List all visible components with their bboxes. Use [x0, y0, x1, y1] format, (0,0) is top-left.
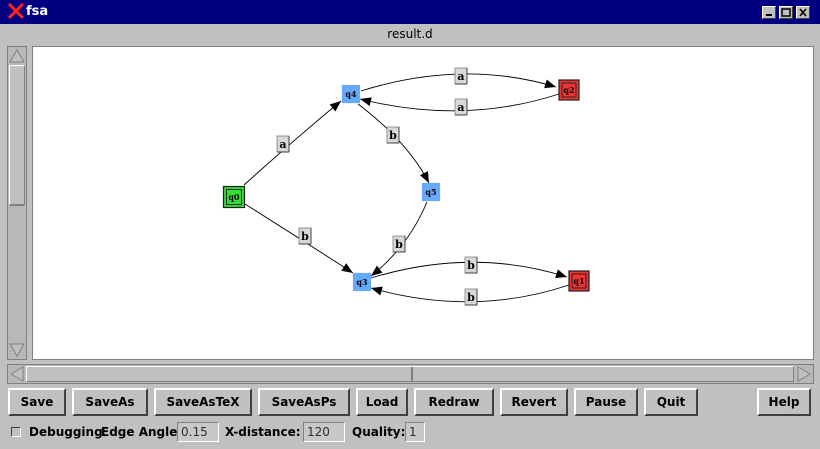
scroll-right-icon[interactable]: [796, 365, 812, 383]
state-q4[interactable]: q4: [341, 84, 361, 104]
revert-button[interactable]: Revert: [500, 388, 568, 416]
edge-q0-q4: [243, 100, 342, 186]
help-button[interactable]: Help: [757, 388, 811, 416]
svg-text:q4: q4: [345, 89, 357, 99]
edge-label-q3-q1[interactable]: b: [464, 256, 478, 274]
scroll-left-icon[interactable]: [9, 365, 25, 383]
horizontal-scrollbar[interactable]: [7, 364, 814, 384]
edge-arrow-q5-q3: [371, 265, 383, 276]
minimize-icon: [766, 14, 772, 16]
svg-text:a: a: [279, 138, 286, 151]
file-name: result.d: [387, 27, 433, 41]
state-q0[interactable]: q0: [222, 185, 246, 209]
x-logo-icon: [8, 3, 24, 19]
title-bar[interactable]: fsa: [0, 0, 820, 24]
horizontal-scroll-thumb[interactable]: [26, 366, 794, 382]
quality-input[interactable]: [405, 422, 425, 442]
close-icon: [799, 8, 807, 17]
edge-arrow-q1-q3: [371, 286, 383, 296]
edge-angle-label: Edge Angle:: [101, 425, 183, 439]
edge-label-q4-q2[interactable]: a: [454, 67, 468, 85]
vertical-scrollbar[interactable]: [7, 46, 27, 360]
edge-arrow-q2-q4: [360, 97, 372, 107]
svg-text:b: b: [395, 238, 403, 251]
save-button[interactable]: Save: [8, 388, 66, 416]
svg-text:q3: q3: [356, 277, 368, 287]
redraw-button[interactable]: Redraw: [414, 388, 494, 416]
vertical-scroll-thumb[interactable]: [9, 65, 25, 205]
quit-button[interactable]: Quit: [644, 388, 698, 416]
pause-button[interactable]: Pause: [574, 388, 638, 416]
edge-arrow-q0-q4: [329, 101, 341, 112]
scroll-up-icon[interactable]: [8, 48, 26, 64]
svg-text:b: b: [467, 291, 475, 304]
svg-text:b: b: [389, 129, 397, 142]
svg-text:a: a: [457, 70, 464, 83]
saveas-button[interactable]: SaveAs: [72, 388, 148, 416]
edge-arrow-q3-q1: [555, 269, 567, 278]
edge-arrow-q0-q3: [341, 263, 353, 273]
maximize-icon: [781, 8, 791, 17]
debugging-checkbox[interactable]: [11, 427, 21, 437]
svg-text:b: b: [467, 259, 475, 272]
svg-text:q1: q1: [573, 276, 584, 286]
saveasps-button[interactable]: SaveAsPs: [258, 388, 350, 416]
edge-label-q5-q3[interactable]: b: [392, 235, 406, 253]
horizontal-thumb-grip: [411, 367, 413, 381]
state-q3[interactable]: q3: [352, 272, 372, 292]
toolbar: Save SaveAs SaveAsTeX SaveAsPs Load Redr…: [0, 388, 820, 418]
edge-label-q1-q3[interactable]: b: [464, 288, 478, 306]
quality-label: Quality:: [352, 425, 406, 439]
state-q5[interactable]: q5: [421, 182, 441, 202]
edge-label-q0-q4[interactable]: a: [276, 135, 290, 153]
state-q1[interactable]: q1: [568, 270, 590, 292]
edge-arrow-q4-q5: [419, 171, 429, 183]
saveastex-button[interactable]: SaveAsTeX: [154, 388, 252, 416]
scroll-down-icon[interactable]: [8, 342, 26, 358]
x-distance-label: X-distance:: [225, 425, 301, 439]
edge-label-q4-q5[interactable]: b: [386, 126, 400, 144]
x-distance-input[interactable]: [303, 422, 345, 442]
state-q2[interactable]: q2: [558, 79, 580, 101]
svg-text:b: b: [301, 230, 309, 243]
window-title: fsa: [26, 4, 49, 19]
debugging-label: Debugging: [29, 425, 103, 439]
edge-label-q2-q4[interactable]: a: [454, 98, 468, 116]
minimize-button[interactable]: [762, 6, 776, 19]
vertical-thumb-grip: [10, 204, 24, 206]
svg-text:a: a: [457, 101, 464, 114]
svg-text:q5: q5: [425, 187, 436, 197]
close-button[interactable]: [796, 6, 810, 19]
edge-angle-input[interactable]: [177, 422, 219, 442]
automaton-graph[interactable]: a b a a b b b b q0 q4 q5 q3 q2 q1: [33, 47, 813, 359]
edge-label-q0-q3[interactable]: b: [298, 227, 312, 245]
load-button[interactable]: Load: [356, 388, 408, 416]
options-bar: Debugging Edge Angle: X-distance: Qualit…: [0, 420, 820, 444]
svg-text:q2: q2: [563, 85, 574, 95]
svg-text:q0: q0: [228, 192, 240, 202]
graph-canvas[interactable]: a b a a b b b b q0 q4 q5 q3 q2 q1: [32, 46, 814, 360]
maximize-button[interactable]: [779, 6, 793, 19]
edge-arrow-q4-q2: [544, 79, 556, 89]
